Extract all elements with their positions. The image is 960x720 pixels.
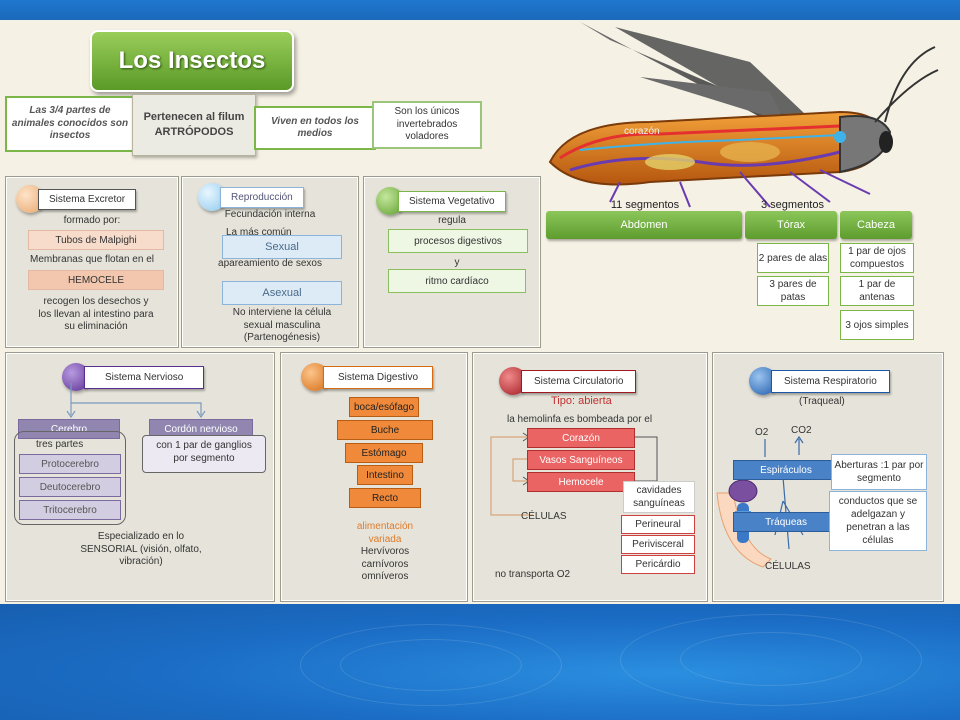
abdomen-header: Abdomen [546,211,742,239]
respiratorio-espiraculos: Espiráculos [733,460,839,480]
vegetativo-regula: regula [438,215,466,226]
respiratorio-cells: CÉLULAS [765,561,811,572]
nervioso-specialized: Especializado en lo SENSORIAL (visión, o… [80,531,202,567]
respiratorio-traqueas: Tráqueas [733,512,839,532]
thorax-item-wings: 2 pares de alas [757,243,829,273]
vegetativo-digestive: procesos digestivos [388,229,528,253]
vegetativo-y: y [454,257,460,268]
circulatorio-corazon: Corazón [527,428,635,448]
fact-phylum: Pertenecen al filum ARTRÓPODOS [132,94,256,156]
nervioso-part-protocerebro: Protocerebro [19,454,121,474]
reproduccion-parthenogenesis: No interviene la célula sexual masculina… [232,307,332,343]
nervioso-cerebro: Cerebro [18,419,120,439]
nervioso-title: Sistema Nervioso [84,365,205,389]
digestivo-step-recto: Recto [349,488,421,508]
digestivo-diets: Hervívoros carnívoros omníveros [360,546,410,582]
fact-flying: Son los únicos invertebrados voladores [372,101,482,149]
respiratorio-subtitle: (Traqueal) [799,396,845,407]
thorax-header: Tórax [745,211,837,239]
nervioso-three-parts: tres partes [36,439,84,450]
reproduccion-most-common: La más común [226,227,292,238]
digestivo-step-estomago: Estómago [345,443,423,463]
respiratorio-co2: CO2 [791,425,812,436]
excretor-function: recogen los desechos y los llevan al int… [38,296,154,332]
excretor-membranes: Membranas que flotan en el [30,254,154,265]
circulatorio-title: Sistema Circulatorio [521,369,637,393]
digestivo-title: Sistema Digestivo [323,365,434,389]
excretor-title: Sistema Excretor [38,188,137,210]
heart-label: corazón [624,126,660,137]
circulatorio-vasos: Vasos Sanguíneos [527,450,635,470]
abdomen-segments: 11 segmentos [610,199,680,211]
top-band [0,0,960,22]
circulatorio-cavity-perivisceral: Perivisceral [621,535,695,554]
nervioso-cerebro-group [14,431,126,525]
head-item-compound-eyes: 1 par de ojos compuestos [840,243,914,273]
excretor-formed-by: formado por: [63,215,121,226]
fact-habitat: Viven en todos los medios [254,106,376,150]
respiratorio-o2: O2 [755,427,769,438]
page-title: Los Insectos [90,30,294,92]
head-item-simple-eyes: 3 ojos simples [840,310,914,340]
vegetativo-title: Sistema Vegetativo [398,190,506,212]
digestivo-step-mouth: boca/esófago [349,397,419,417]
nervioso-arrows [66,383,206,419]
circulatorio-pumped: la hemolinfa es bombeada por el [507,414,653,425]
vegetativo-cardiac: ritmo cardíaco [388,269,526,293]
digestivo-step-intestino: Intestino [357,465,413,485]
nervioso-ganglios: con 1 par de ganglios por segmento [156,440,252,464]
reproduccion-mating: apareamiento de sexos [218,258,322,269]
digestivo-step-buche: Buche [337,420,433,440]
circulatorio-hemocele: Hemocele [527,472,635,492]
head-item-antennae: 1 par de antenas [840,276,914,306]
reproduccion-asexual: Asexual [222,281,342,305]
circulatorio-cells: CÉLULAS [521,511,567,522]
reproduccion-internal: Fecundación interna [224,209,316,220]
respiratorio-conductos: conductos que se adelgazan y penetran a … [829,491,927,551]
digestivo-feeding: alimentación variada [356,521,414,545]
panel-reproduccion: Reproducción Fecundación interna La más … [181,176,359,348]
panel-nervioso: Sistema Nervioso Cerebro tres partes Pro… [5,352,275,602]
excretor-tubes: Tubos de Malpighi [28,230,164,250]
circulatorio-no-o2: no transporta O2 [495,569,571,580]
nervioso-part-deutocerebro: Deutocerebro [19,477,121,497]
circulatorio-cavities: cavidades sanguíneas [623,481,695,513]
reproduccion-title: Reproducción [220,186,304,208]
bottom-water-band [0,604,960,720]
panel-digestivo: Sistema Digestivo boca/esófago Buche Est… [280,352,468,602]
fact-three-quarters: Las 3/4 partes de animales conocidos son… [5,96,135,152]
reproduccion-sexual: Sexual [222,235,342,259]
thorax-item-legs: 3 pares de patas [757,276,829,306]
panel-vegetativo: Sistema Vegetativo regula procesos diges… [363,176,541,348]
excretor-hemocele: HEMOCELE [28,270,164,290]
respiratorio-aberturas: Aberturas :1 par por segmento [831,454,927,490]
panel-excretor: Sistema Excretor formado por: Tubos de M… [5,176,179,348]
panel-respiratorio: Sistema Respiratorio (Traqueal) O2 CO2 E… [712,352,944,602]
head-header: Cabeza [840,211,912,239]
nervioso-part-tritocerebro: Tritocerebro [19,500,121,520]
panel-circulatorio: Sistema Circulatorio Tipo: abierta la he… [472,352,708,602]
circulatorio-cavity-pericardio: Pericárdio [621,555,695,574]
respiratorio-title: Sistema Respiratorio [771,369,890,393]
thorax-segments: 3 segmentos [761,199,824,211]
insect-illustration [548,22,939,208]
circulatorio-type: Tipo: abierta [551,395,612,407]
nervioso-ganglios-box: con 1 par de ganglios por segmento [142,435,266,473]
circulatorio-cavity-perineural: Perineural [621,515,695,534]
